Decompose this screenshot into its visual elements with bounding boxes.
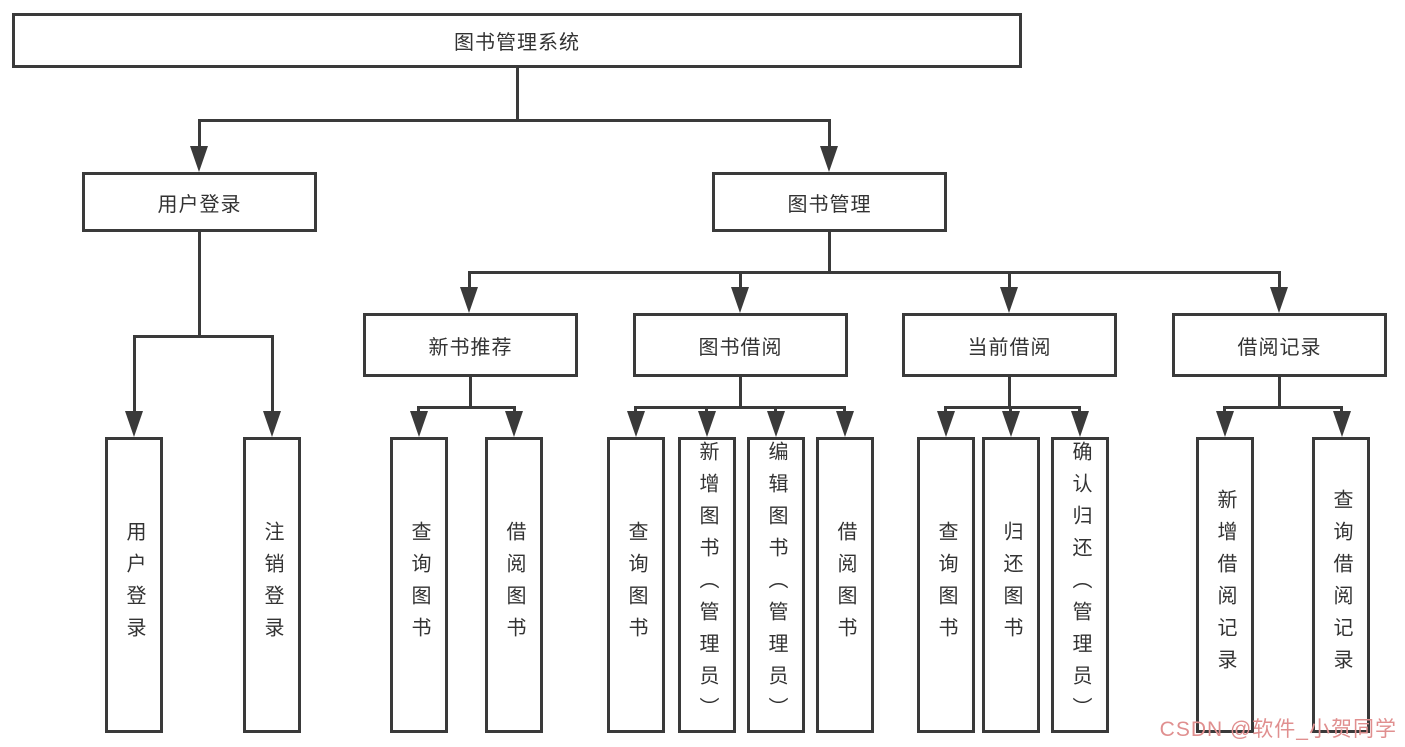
leaf-return-books: 归还图书 — [982, 437, 1040, 733]
arrow-down-icon — [1216, 411, 1234, 437]
node-library-management-system: 图书管理系统 — [12, 13, 1022, 68]
connector-line — [1008, 377, 1011, 409]
connector-line — [198, 232, 201, 338]
node-borrowing-records: 借阅记录 — [1172, 313, 1387, 377]
arrow-down-icon — [836, 411, 854, 437]
connector-line — [1278, 377, 1281, 409]
connector-line — [828, 119, 831, 151]
leaf-query-books-current: 查询图书 — [917, 437, 975, 733]
leaf-label: 新增借阅记录 — [1214, 489, 1236, 681]
connector-line — [1008, 271, 1011, 293]
leaf-label: 借阅图书 — [503, 521, 525, 649]
leaf-label: 编辑图书（管理员） — [765, 441, 787, 729]
arrow-down-icon — [698, 411, 716, 437]
node-new-book-recommend: 新书推荐 — [363, 313, 578, 377]
connector-line — [739, 377, 742, 409]
leaf-query-books-borrowing: 查询图书 — [607, 437, 665, 733]
connector-line — [417, 406, 516, 409]
leaf-edit-books-admin: 编辑图书（管理员） — [747, 437, 805, 733]
arrow-down-icon — [1002, 411, 1020, 437]
arrow-down-icon — [1071, 411, 1089, 437]
node-current-borrowing: 当前借阅 — [902, 313, 1117, 377]
leaf-logout: 注销登录 — [243, 437, 301, 733]
arrow-down-icon — [1333, 411, 1351, 437]
arrow-down-icon — [460, 287, 478, 313]
arrow-down-icon — [263, 411, 281, 437]
leaf-label: 查询图书 — [935, 521, 957, 649]
arrow-down-icon — [627, 411, 645, 437]
node-label: 图书借阅 — [698, 336, 783, 359]
arrow-down-icon — [125, 411, 143, 437]
connector-line — [944, 406, 1081, 409]
leaf-confirm-return-admin: 确认归还（管理员） — [1051, 437, 1109, 733]
arrow-down-icon — [731, 287, 749, 313]
leaf-label: 查询图书 — [408, 521, 430, 649]
node-book-borrowing: 图书借阅 — [633, 313, 848, 377]
node-label: 当前借阅 — [967, 336, 1052, 359]
leaf-label: 查询图书 — [625, 521, 647, 649]
node-book-management: 图书管理 — [712, 172, 947, 232]
leaf-borrow-books-recommend: 借阅图书 — [485, 437, 543, 733]
leaf-borrow-books: 借阅图书 — [816, 437, 874, 733]
connector-line — [516, 68, 519, 122]
node-label: 借阅记录 — [1237, 336, 1322, 359]
leaf-label: 查询借阅记录 — [1330, 489, 1352, 681]
leaf-label: 新增图书（管理员） — [696, 441, 718, 729]
leaf-query-books-recommend: 查询图书 — [390, 437, 448, 733]
leaf-label: 借阅图书 — [834, 521, 856, 649]
leaf-label: 注销登录 — [261, 521, 283, 649]
csdn-watermark: CSDN @软件_小贺同学 — [1159, 718, 1397, 741]
leaf-query-borrow-record: 查询借阅记录 — [1312, 437, 1370, 733]
node-label: 新书推荐 — [428, 336, 513, 359]
node-label: 图书管理系统 — [454, 32, 580, 54]
connector-line — [133, 335, 136, 415]
arrow-down-icon — [937, 411, 955, 437]
leaf-label: 归还图书 — [1000, 521, 1022, 649]
arrow-down-icon — [1000, 287, 1018, 313]
connector-line — [739, 271, 742, 293]
leaf-user-login: 用户登录 — [105, 437, 163, 733]
node-user-login-group: 用户登录 — [82, 172, 317, 232]
connector-line — [469, 377, 472, 409]
arrow-down-icon — [410, 411, 428, 437]
arrow-down-icon — [1270, 287, 1288, 313]
connector-line — [468, 271, 471, 293]
node-label: 用户登录 — [157, 193, 242, 216]
connector-line — [271, 335, 274, 415]
arrow-down-icon — [820, 146, 838, 172]
node-label: 图书管理 — [787, 193, 872, 216]
connector-line — [634, 406, 846, 409]
connector-line — [1278, 271, 1281, 293]
leaf-label: 用户登录 — [123, 521, 145, 649]
connector-line — [1223, 406, 1343, 409]
arrow-down-icon — [505, 411, 523, 437]
connector-line — [468, 271, 1281, 274]
leaf-add-borrow-record: 新增借阅记录 — [1196, 437, 1254, 733]
connector-line — [133, 335, 274, 338]
arrow-down-icon — [190, 146, 208, 172]
arrow-down-icon — [767, 411, 785, 437]
connector-line — [828, 232, 831, 274]
connector-line — [198, 119, 831, 122]
leaf-label: 确认归还（管理员） — [1069, 441, 1091, 729]
connector-line — [198, 119, 201, 151]
leaf-add-books-admin: 新增图书（管理员） — [678, 437, 736, 733]
